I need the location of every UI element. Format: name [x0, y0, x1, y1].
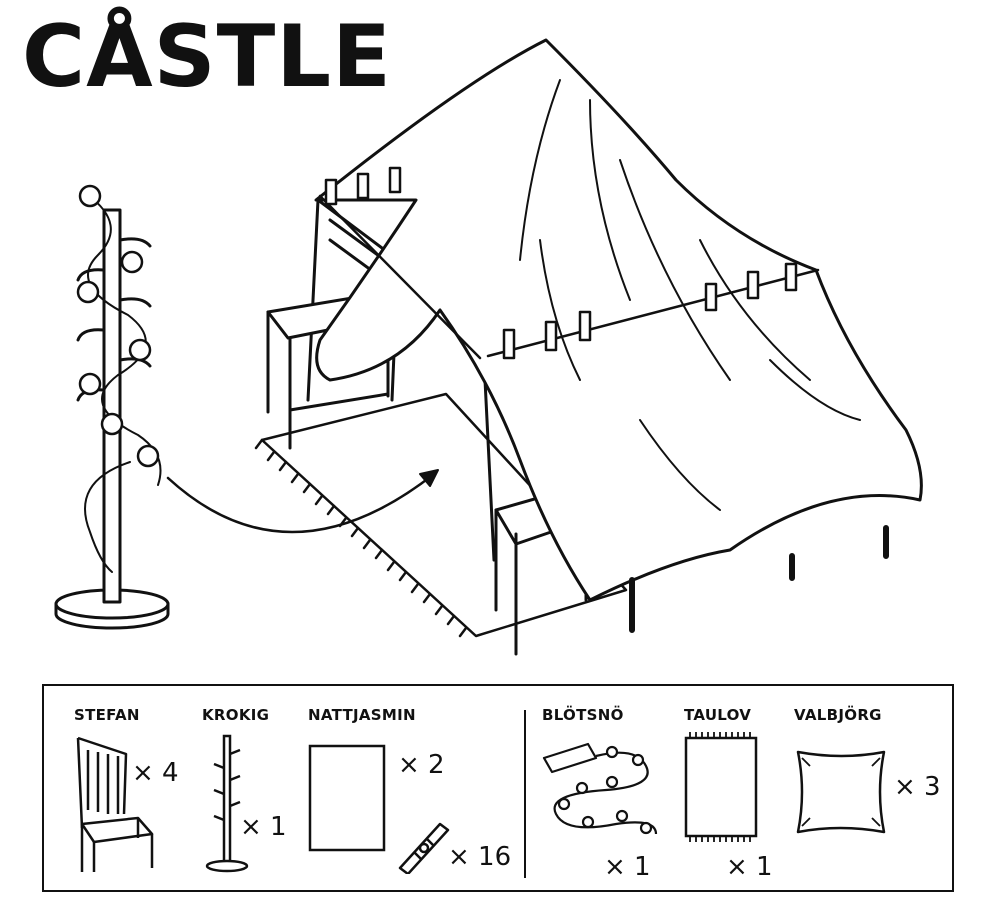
qty-nattjasmin-pins: × 16: [448, 842, 512, 872]
qty-nattjasmin-sheet: × 2: [398, 750, 445, 780]
qty-blotsno: × 1: [604, 852, 651, 882]
coat-rack-with-lights-illustration: [54, 184, 170, 630]
pillow-icon: [796, 750, 886, 834]
part-name-taulov: TAULOV: [684, 706, 752, 724]
rug-icon: [684, 732, 758, 842]
chair-icon: [76, 736, 154, 872]
qty-valbjorg: × 3: [894, 772, 941, 802]
arrow: [166, 472, 436, 534]
part-name-stefan: STEFAN: [74, 706, 140, 724]
clothespin-icon: [398, 822, 450, 874]
fort-illustration: [54, 38, 923, 656]
qty-krokig: × 1: [240, 812, 287, 842]
string-lights-icon: [542, 742, 658, 835]
sheet-icon: [308, 744, 386, 852]
clothespins-illustration: [324, 166, 798, 360]
qty-stefan: × 4: [132, 758, 179, 788]
qty-taulov: × 1: [726, 852, 773, 882]
part-name-nattjasmin: NATTJASMIN: [308, 706, 416, 724]
coat-rack-icon: [205, 734, 249, 873]
page-title: CÅSTLE: [22, 7, 392, 107]
parts-divider: [524, 710, 526, 878]
part-name-valbjorg: VALBJÖRG: [794, 706, 882, 724]
part-name-krokig: KROKIG: [202, 706, 270, 724]
part-name-blotsno: BLÖTSNÖ: [542, 706, 624, 724]
parts-list-box: [42, 684, 954, 892]
blanket-illustration: [314, 38, 923, 602]
rug-illustration: [254, 392, 628, 638]
